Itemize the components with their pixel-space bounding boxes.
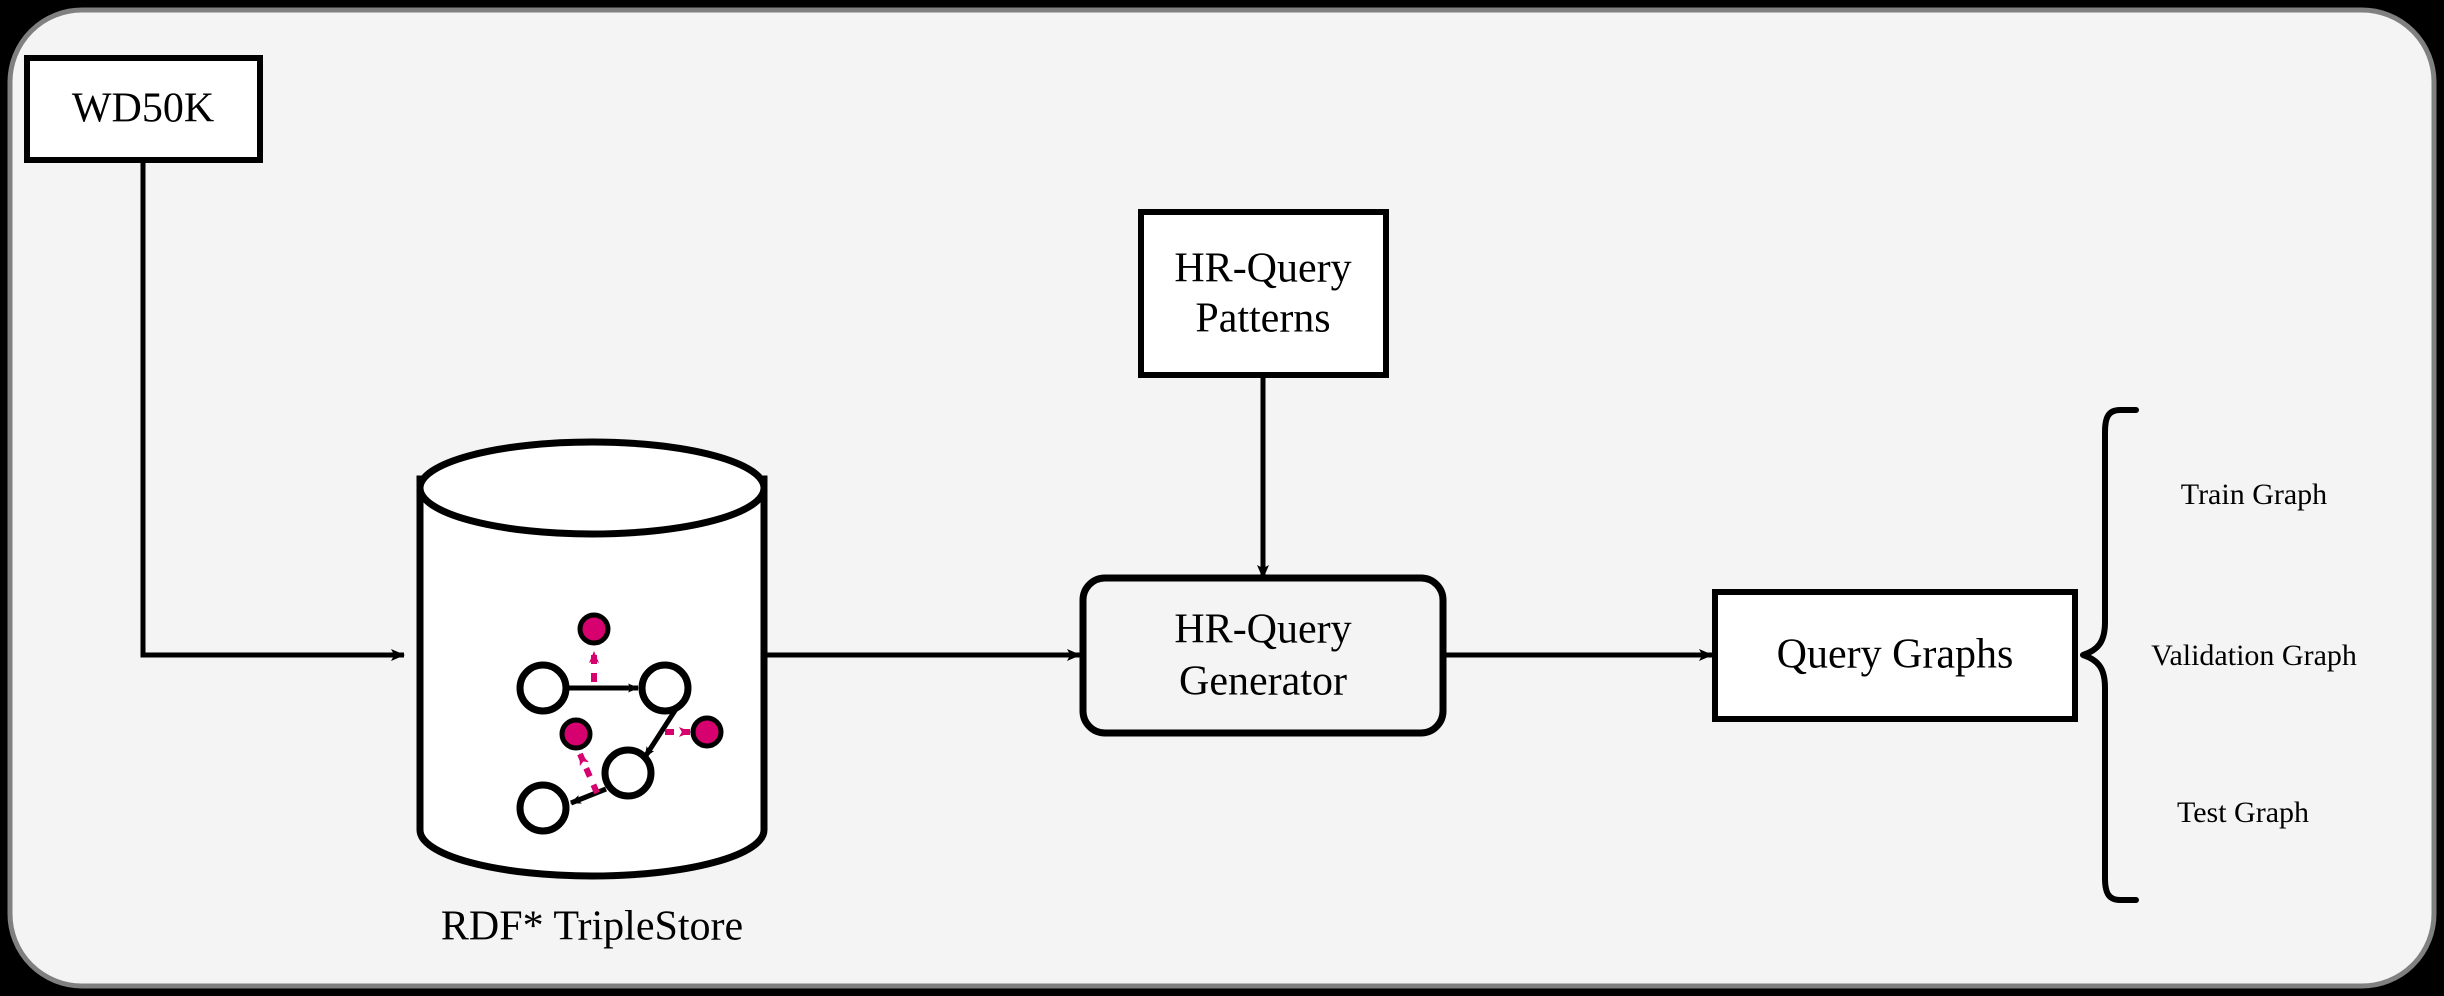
- splits-brace: [2080, 407, 2139, 903]
- graph-edge-b-c: [642, 707, 679, 759]
- query-graphs-node-box: [1712, 589, 2078, 722]
- cylinder-top: [416, 438, 768, 538]
- generator-label-line1: HR-Query: [1174, 607, 1351, 653]
- dataset-node-label: WD50K: [72, 86, 214, 132]
- triplestore-caption: RDF* TripleStore: [441, 904, 743, 950]
- split-label-test: Test Graph: [2177, 796, 2309, 829]
- query-patterns-node-box: [1138, 209, 1389, 378]
- graph-node-white: [601, 746, 655, 800]
- generator-label-line2: Generator: [1179, 659, 1347, 705]
- graph-edge-c-d: [570, 786, 607, 806]
- generator-node-box: [1079, 574, 1447, 737]
- pipeline-diagram-panel: [7, 7, 2437, 989]
- graph-node-white: [516, 781, 570, 835]
- graph-node-white: [516, 661, 570, 715]
- brace-icon: [2080, 407, 2139, 903]
- generator-node[interactable]: HR-Query Generator: [1079, 574, 1447, 737]
- graph-qualifier-edge-3: [577, 752, 600, 795]
- query-patterns-node[interactable]: HR-Query Patterns: [1138, 209, 1389, 378]
- dataset-node[interactable]: WD50K: [24, 55, 263, 163]
- split-label-train: Train Graph: [2181, 478, 2327, 511]
- query-patterns-label-line1: HR-Query: [1174, 246, 1351, 292]
- graph-node-qualifier: [559, 717, 593, 751]
- graph-sketch: [516, 612, 724, 835]
- edge-dataset-to-triplestore: [140, 160, 405, 661]
- query-graphs-label: Query Graphs: [1777, 632, 2014, 678]
- triplestore-node[interactable]: [416, 438, 768, 880]
- split-label-validation: Validation Graph: [2151, 639, 2357, 672]
- graph-node-qualifier: [690, 715, 724, 749]
- query-graphs-node[interactable]: Query Graphs: [1712, 589, 2078, 722]
- graph-node-white: [638, 661, 692, 715]
- graph-node-qualifier: [577, 612, 611, 646]
- query-patterns-label-line2: Patterns: [1195, 296, 1330, 342]
